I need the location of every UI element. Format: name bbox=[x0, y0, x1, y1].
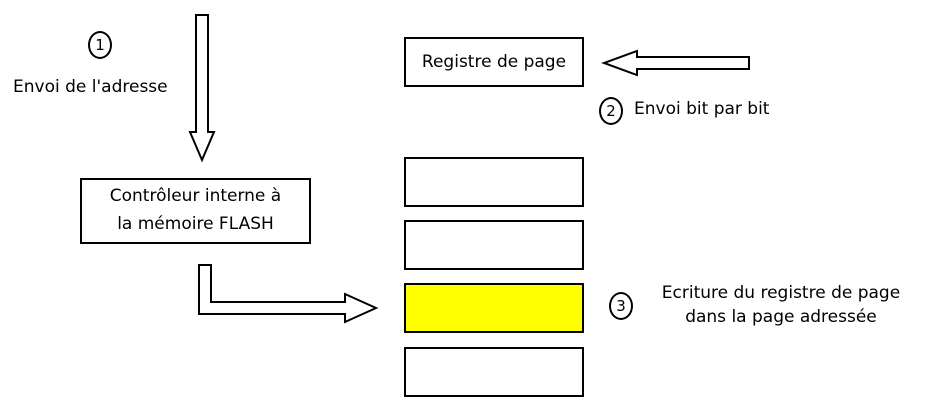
memory-page-1 bbox=[404, 157, 584, 207]
step-1-circle: 1 bbox=[88, 31, 112, 59]
step-3-number: 3 bbox=[616, 297, 626, 315]
controller-line-2: la mémoire FLASH bbox=[117, 214, 274, 234]
step-3-label-line-1: Ecriture du registre de page bbox=[661, 283, 901, 303]
step-2-number: 2 bbox=[606, 102, 616, 120]
bit-arrow-left bbox=[601, 49, 750, 77]
step-2-label: Envoi bit par bit bbox=[634, 99, 770, 119]
step-1-label: Envoi de l'adresse bbox=[13, 77, 168, 97]
controller-box: Contrôleur interne à la mémoire FLASH bbox=[80, 178, 311, 244]
step-3-label-line-2: dans la page adressée bbox=[685, 307, 877, 327]
memory-page-4 bbox=[404, 347, 584, 397]
step-3-circle: 3 bbox=[609, 292, 633, 320]
page-register-box: Registre de page bbox=[404, 37, 584, 87]
page-register-label: Registre de page bbox=[421, 52, 567, 72]
memory-page-2 bbox=[404, 220, 584, 270]
step-2-circle: 2 bbox=[599, 97, 623, 125]
controller-line-1: Contrôleur interne à bbox=[109, 186, 282, 206]
write-arrow-elbow bbox=[198, 264, 379, 324]
memory-page-addressed bbox=[404, 283, 584, 333]
step-1-number: 1 bbox=[95, 36, 105, 54]
address-arrow-down bbox=[188, 14, 216, 163]
